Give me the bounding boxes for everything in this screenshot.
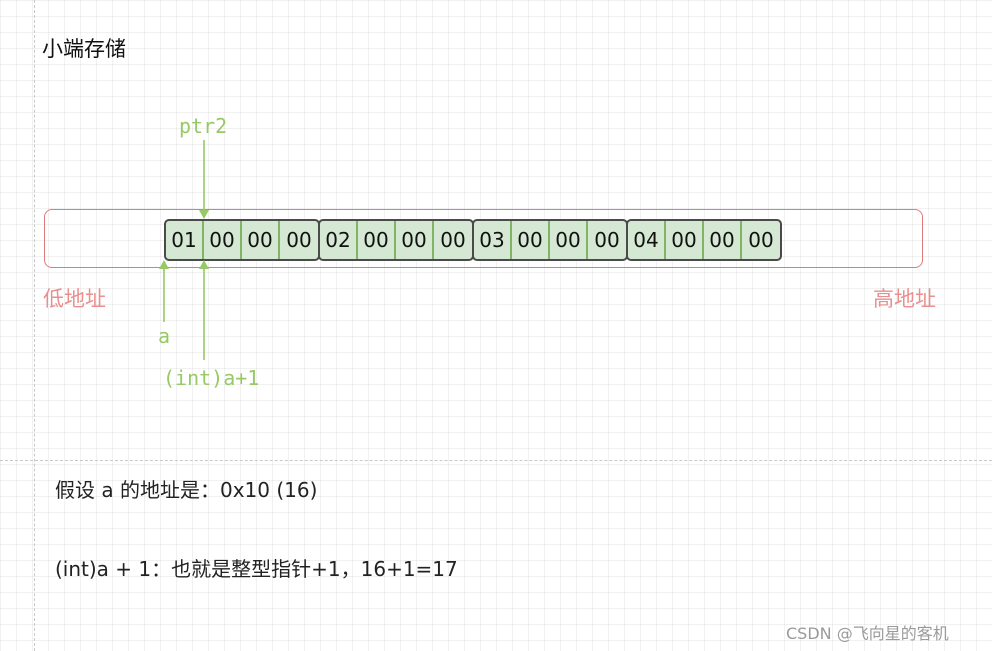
byte-cell: 02 [320, 221, 358, 259]
diagram-title: 小端存储 [42, 37, 126, 61]
byte-cell: 00 [704, 221, 742, 259]
a-arrow [159, 260, 169, 322]
byte-cell: 00 [440, 228, 466, 252]
address-note: 假设 a 的地址是：0x10 (16) [55, 478, 318, 502]
byte-cell: 00 [748, 228, 774, 252]
ptr2-label: ptr2 [179, 114, 228, 138]
memory-bytes: 01 00 00 00 02 00 00 00 03 00 00 00 04 0… [164, 219, 782, 261]
byte-cell: 04 [628, 221, 666, 259]
int-group-1: 01 00 00 00 [164, 219, 320, 261]
byte-cell: 00 [550, 221, 588, 259]
pointer-arith-note: (int)a + 1：也就是整型指针+1，16+1=17 [55, 557, 458, 581]
watermark: CSDN @飞向星的客机 [786, 624, 949, 643]
byte-cell: 00 [358, 221, 396, 259]
byte-cell: 00 [242, 221, 280, 259]
byte-cell: 00 [666, 221, 704, 259]
byte-cell: 00 [396, 221, 434, 259]
high-address-label: 高地址 [873, 287, 936, 311]
vertical-guide-line [34, 0, 35, 651]
a-label: a [158, 324, 171, 348]
ptr2-arrow [199, 140, 209, 219]
int-group-2: 02 00 00 00 [318, 219, 474, 261]
horizontal-guide-line [0, 460, 992, 461]
byte-cell: 03 [474, 221, 512, 259]
int-group-4: 04 00 00 00 [626, 219, 782, 261]
byte-cell: 01 [166, 221, 204, 259]
memory-region-box [44, 209, 923, 268]
byte-cell: 00 [204, 221, 242, 259]
int-a-plus-1-arrow [199, 260, 209, 360]
byte-cell: 00 [512, 221, 550, 259]
int-a-plus-1-label: (int)a+1 [163, 366, 260, 390]
byte-cell: 00 [286, 228, 312, 252]
int-group-3: 03 00 00 00 [472, 219, 628, 261]
byte-cell: 00 [594, 228, 620, 252]
low-address-label: 低地址 [43, 287, 106, 311]
